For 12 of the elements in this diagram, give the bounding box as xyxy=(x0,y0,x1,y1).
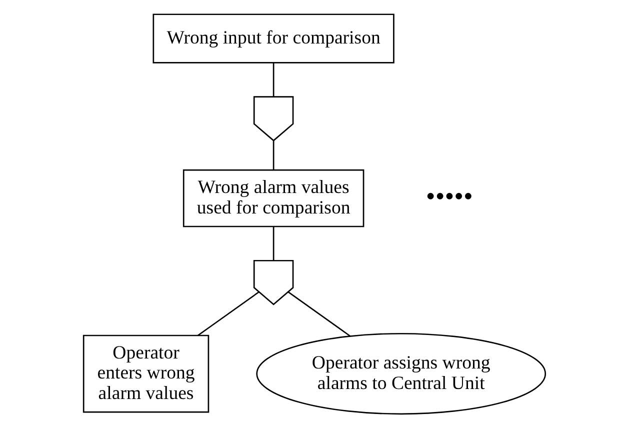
connector xyxy=(272,62,274,96)
node-box: Wrong input for comparison xyxy=(152,13,394,63)
node-box: Wrong alarm values used for comparison xyxy=(182,168,364,227)
node-ellipse: Operator assigns wrong alarms to Central Unit xyxy=(256,332,546,414)
node-box: Operator enters wrong alarm values xyxy=(82,334,209,412)
node-gate xyxy=(252,96,294,141)
connector xyxy=(272,226,274,260)
connector xyxy=(287,290,350,336)
connector xyxy=(197,290,259,336)
node-gate xyxy=(252,259,294,305)
label: ••••• xyxy=(425,180,472,211)
connector xyxy=(272,140,274,170)
